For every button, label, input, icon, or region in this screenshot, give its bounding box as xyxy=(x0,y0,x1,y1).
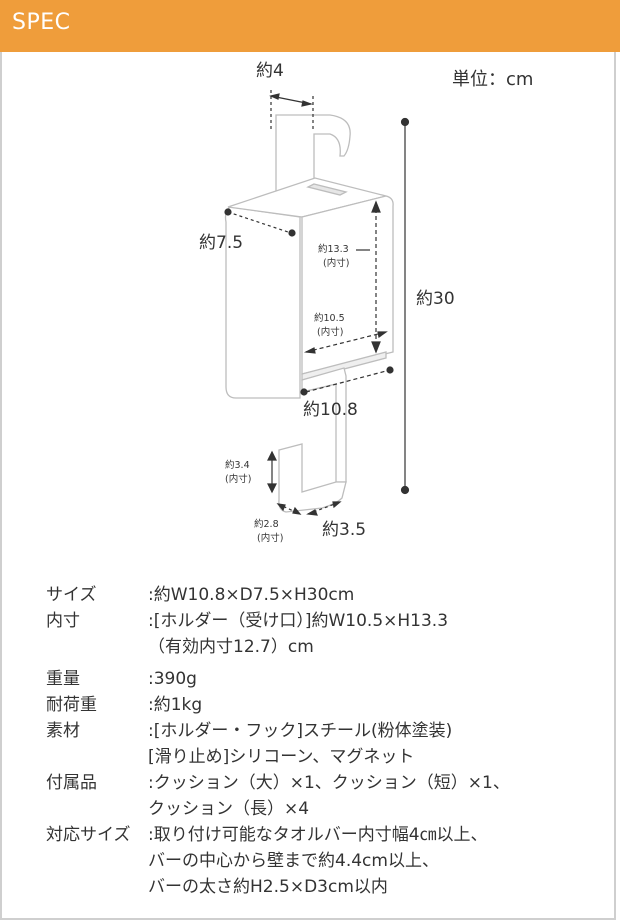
dim-bottom-width xyxy=(305,369,391,393)
spec-key: 素材 xyxy=(46,721,80,741)
label-hook-depth: 約3.5 xyxy=(322,520,366,540)
spec-row-compatibility: 対応サイズ :取り付け可能なタオルバー内寸幅4㎝以上、 バーの中心から壁まで約4… xyxy=(46,822,606,900)
spec-value: :約W10.8×D7.5×H30cm xyxy=(148,585,355,605)
label-hook-width: 約2.8 xyxy=(254,518,279,530)
label-top-width: 約4 xyxy=(256,61,284,81)
label-hook-width-note: (内寸) xyxy=(257,532,283,544)
content-frame xyxy=(0,52,616,920)
spec-key: 対応サイズ xyxy=(46,825,131,845)
section-title: SPEC xyxy=(12,10,71,35)
spec-key: 重量 xyxy=(46,669,80,689)
spec-row-load: 耐荷重 :約1kg xyxy=(46,692,606,718)
spec-key: 内寸 xyxy=(46,611,80,631)
label-depth: 約7.5 xyxy=(199,233,243,253)
label-hook-height: 約3.4 xyxy=(225,459,250,471)
spec-key: 付属品 xyxy=(46,773,97,793)
label-total-height: 約30 xyxy=(416,289,455,309)
label-inner-width: 約10.5 xyxy=(314,312,345,324)
dim-depth xyxy=(227,211,292,234)
spec-value: :[ホルダー・フック]スチール(粉体塗装) [滑り止め]シリコーン、マグネット xyxy=(148,721,453,767)
spec-value: :クッション（大）×1、クッション（短）×1、 クッション（長）×4 xyxy=(148,773,510,819)
spec-key: 耐荷重 xyxy=(46,695,97,715)
spec-value: :取り付け可能なタオルバー内寸幅4㎝以上、 バーの中心から壁まで約4.4cm以上… xyxy=(148,825,488,897)
spec-row-inner: 内寸 :[ホルダー（受け口）]約W10.5×H13.3 （有効内寸12.7）cm xyxy=(46,608,606,660)
spec-value: :約1kg xyxy=(148,695,203,715)
label-bottom-width: 約10.8 xyxy=(303,400,358,420)
spec-row-accessories: 付属品 :クッション（大）×1、クッション（短）×1、 クッション（長）×4 xyxy=(46,770,606,822)
label-inner-height: 約13.3 xyxy=(318,243,349,255)
holder-illustration xyxy=(224,114,394,513)
spec-row-material: 素材 :[ホルダー・フック]スチール(粉体塗装) [滑り止め]シリコーン、マグネ… xyxy=(46,718,606,770)
dimension-labels: 約4 約7.5 約13.3 (内寸) 約10.5 (内寸) 約30 約10.8 … xyxy=(199,61,455,544)
label-inner-height-note: (内寸) xyxy=(323,257,349,269)
spec-key: サイズ xyxy=(46,585,97,605)
product-diagram: 約4 約7.5 約13.3 (内寸) 約10.5 (内寸) 約30 約10.8 … xyxy=(199,61,455,544)
spec-list: サイズ :約W10.8×D7.5×H30cm 内寸 :[ホルダー（受け口）]約W… xyxy=(46,582,606,900)
label-hook-height-note: (内寸) xyxy=(225,473,251,485)
spec-row-weight: 重量 :390g xyxy=(46,666,606,692)
dimension-lines xyxy=(224,90,410,516)
spec-row-size: サイズ :約W10.8×D7.5×H30cm xyxy=(46,582,606,608)
unit-label: 単位：cm xyxy=(452,69,534,90)
section-header: SPEC xyxy=(0,0,620,52)
label-inner-width-note: (内寸) xyxy=(317,326,343,338)
spec-value: :390g xyxy=(148,669,197,689)
spec-value: :[ホルダー（受け口）]約W10.5×H13.3 （有効内寸12.7）cm xyxy=(148,611,449,657)
